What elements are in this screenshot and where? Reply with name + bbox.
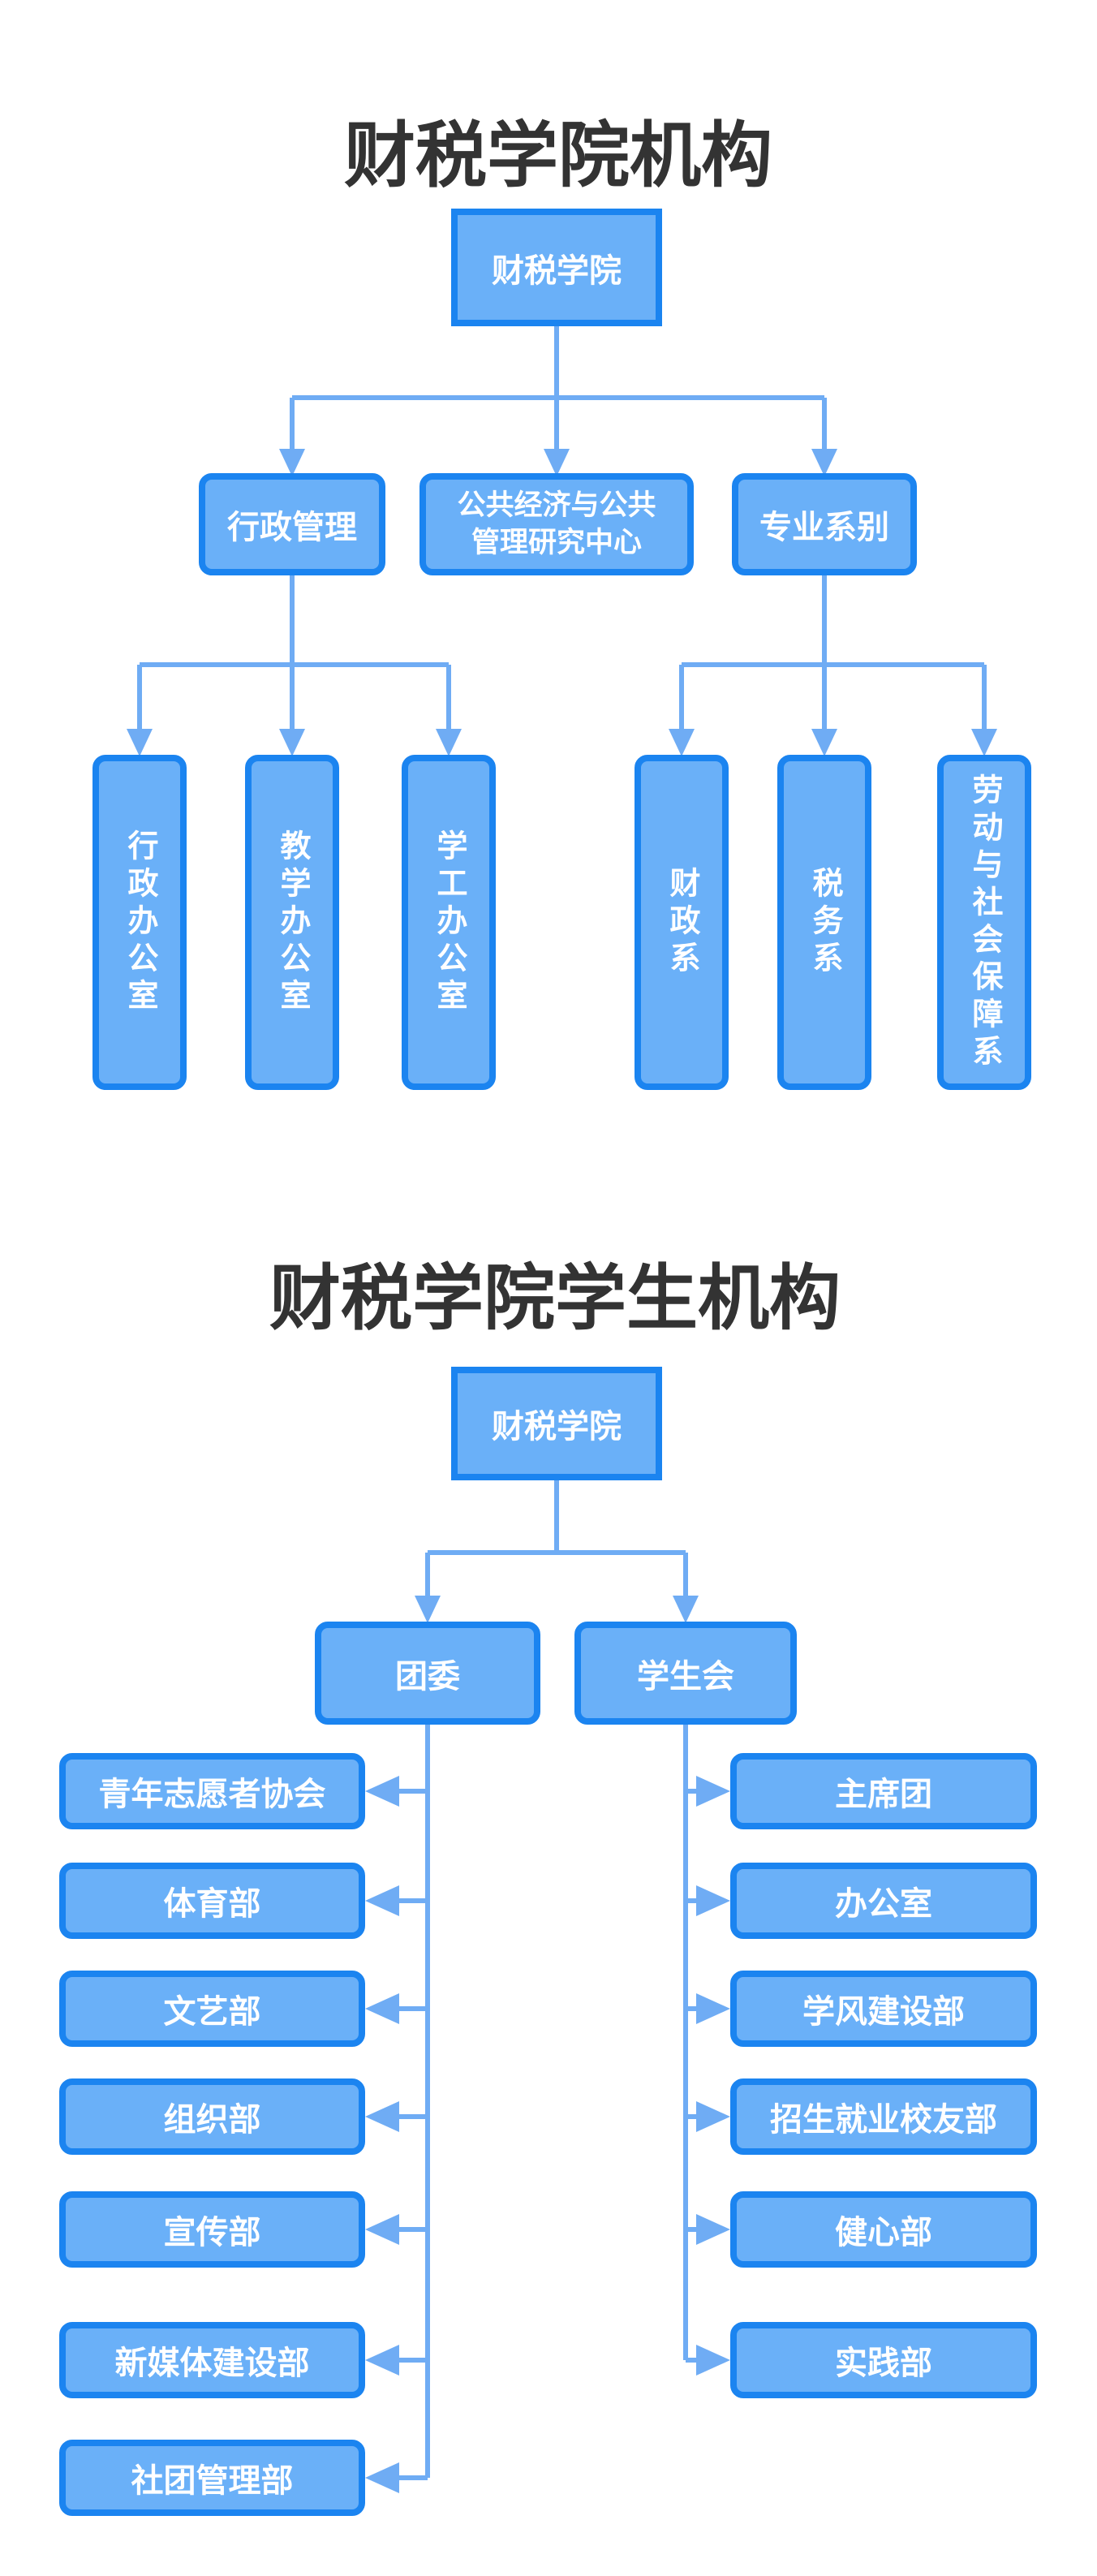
connector-branch-arrowheads [415,1596,699,1623]
connector-student-root-to-branches [425,1480,688,1598]
node-root-college-student: 财税学院 [451,1367,662,1480]
node-label: 财税学院 [492,252,622,289]
connector-union-arrowheads [696,1776,730,2376]
node-organization-department: 组织部 [59,2078,365,2155]
node-presidium: 主席团 [730,1753,1037,1829]
node-mental-health-department: 健心部 [730,2191,1037,2268]
node-teaching-office: 教学办公室 [245,755,339,1090]
node-label: 教学办公室 [275,829,309,1016]
node-practice-department: 实践部 [730,2322,1037,2398]
node-club-management-department: 社团管理部 [59,2440,365,2516]
node-admission-employment-alumni-department: 招生就业校友部 [730,2078,1037,2155]
node-label: 学风建设部 [802,1994,965,2030]
node-office: 办公室 [730,1863,1037,1939]
connector-admin-group [137,575,451,731]
node-label: 劳动与社会保障系 [967,773,1001,1072]
node-root-college: 财税学院 [451,209,662,326]
student-chart-title: 财税学院学生机构 [269,1258,841,1338]
node-study-style-department: 学风建设部 [730,1971,1037,2047]
node-label: 宣传部 [163,2215,261,2251]
node-label-line2: 管理研究中心 [471,527,642,558]
connector-admin-arrowheads [127,729,462,756]
node-arts-department: 文艺部 [59,1971,365,2047]
connector-majors-arrowheads [669,729,997,756]
node-label: 体育部 [163,1886,261,1922]
node-label: 财税学院 [492,1409,622,1445]
node-label: 新媒体建设部 [114,2346,310,2381]
node-label: 组织部 [163,2102,261,2138]
node-admin-management: 行政管理 [199,473,385,575]
node-student-union: 学生会 [574,1622,797,1725]
node-new-media-department: 新媒体建设部 [59,2322,365,2398]
node-label: 办公室 [835,1886,932,1922]
node-label: 社团管理部 [131,2463,294,2499]
node-label: 专业系别 [759,510,889,545]
node-label: 税务系 [807,866,841,979]
node-label: 团委 [395,1658,460,1695]
node-label: 公共经济与公共 管理研究中心 [457,487,656,562]
node-publicity-department: 宣传部 [59,2191,365,2268]
node-volunteer-association: 青年志愿者协会 [59,1753,365,1829]
node-label: 学工办公室 [432,829,466,1016]
node-label: 健心部 [835,2215,932,2251]
node-label: 实践部 [835,2346,932,2381]
node-label: 行政办公室 [123,829,157,1016]
connector-college-root-to-level2 [290,326,827,451]
node-sports-department: 体育部 [59,1863,365,1939]
node-label: 青年志愿者协会 [98,1777,326,1812]
college-chart-title: 财税学院机构 [343,115,773,196]
node-label-line1: 公共经济与公共 [457,489,656,521]
connector-league-arrowheads [365,1776,399,2493]
node-youth-league-committee: 团委 [315,1622,540,1725]
node-label: 学生会 [637,1658,734,1695]
connector-union-trunk [683,1725,699,2363]
node-label: 招生就业校友部 [770,2102,997,2138]
node-label: 主席团 [835,1777,932,1812]
node-finance-department: 财政系 [635,755,729,1090]
connector-majors-group [679,575,987,731]
node-public-economy-research-center: 公共经济与公共 管理研究中心 [419,473,694,575]
connector-league-trunk [398,1725,430,2480]
node-tax-department: 税务系 [777,755,871,1090]
connector-college-level2-arrowheads [279,449,837,476]
node-label: 行政管理 [227,510,357,545]
node-admin-office: 行政办公室 [92,755,187,1090]
node-label: 文艺部 [163,1994,261,2030]
node-labor-social-security-department: 劳动与社会保障系 [937,755,1031,1090]
node-student-work-office: 学工办公室 [402,755,496,1090]
node-label: 财政系 [665,866,699,979]
node-major-departments: 专业系别 [732,473,917,575]
